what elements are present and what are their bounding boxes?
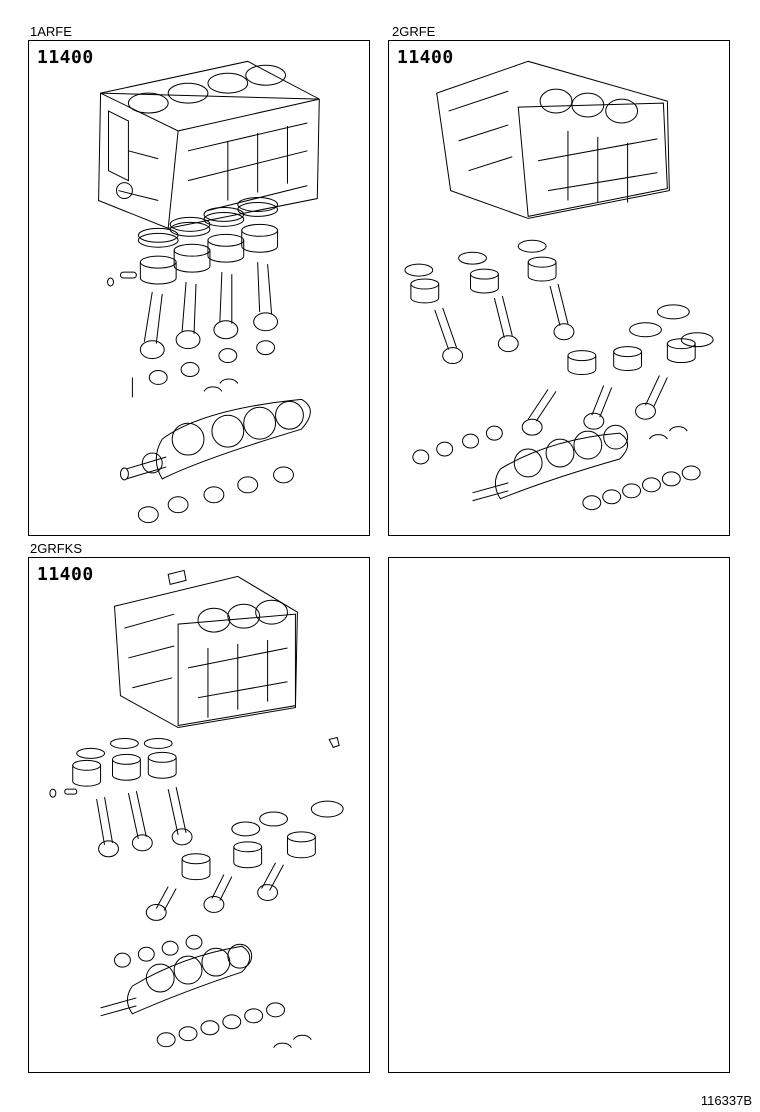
part-number-2grfe[interactable]: 11400 <box>397 47 454 68</box>
connecting-rods <box>435 284 668 435</box>
crankshaft <box>473 425 628 501</box>
piston-rings <box>77 738 343 835</box>
drawing-number: 116337B <box>700 1093 752 1108</box>
crankshaft <box>101 944 252 1016</box>
pistons <box>108 224 278 286</box>
short-block-illustration-2grfe <box>389 41 729 535</box>
piston-rings <box>138 198 277 248</box>
panel-1arfe: 11400 <box>28 40 370 536</box>
part-number-2grfks[interactable]: 11400 <box>37 564 94 585</box>
main-bearings <box>583 466 700 510</box>
engine-label-2grfks: 2GRFKS <box>30 541 83 556</box>
panel-empty <box>388 557 730 1073</box>
rod-bearings <box>132 341 274 398</box>
engine-label-2grfe: 2GRFE <box>392 24 436 39</box>
main-bearings <box>157 1003 284 1047</box>
cylinder-block <box>437 61 670 218</box>
pistons <box>411 257 695 374</box>
cylinder-block <box>114 570 297 727</box>
thrust-washers <box>274 1035 312 1047</box>
piston-rings <box>405 240 713 346</box>
short-block-illustration-1arfe <box>29 41 369 535</box>
crankshaft <box>120 399 310 480</box>
thrust-washers <box>649 427 687 439</box>
panel-2grfks: 11400 <box>28 557 370 1073</box>
cylinder-block <box>99 61 320 228</box>
rod-bearings <box>413 426 502 464</box>
thrust-washers <box>204 379 238 391</box>
main-bearings <box>138 467 293 523</box>
engine-label-1arfe: 1ARFE <box>30 24 72 39</box>
part-number-1arfe[interactable]: 11400 <box>37 47 94 68</box>
panel-2grfe: 11400 <box>388 40 730 536</box>
connecting-rods <box>97 737 340 920</box>
short-block-illustration-2grfks <box>29 558 369 1072</box>
pistons <box>50 752 315 879</box>
connecting-rods <box>140 262 277 358</box>
rod-bearings <box>114 935 201 967</box>
